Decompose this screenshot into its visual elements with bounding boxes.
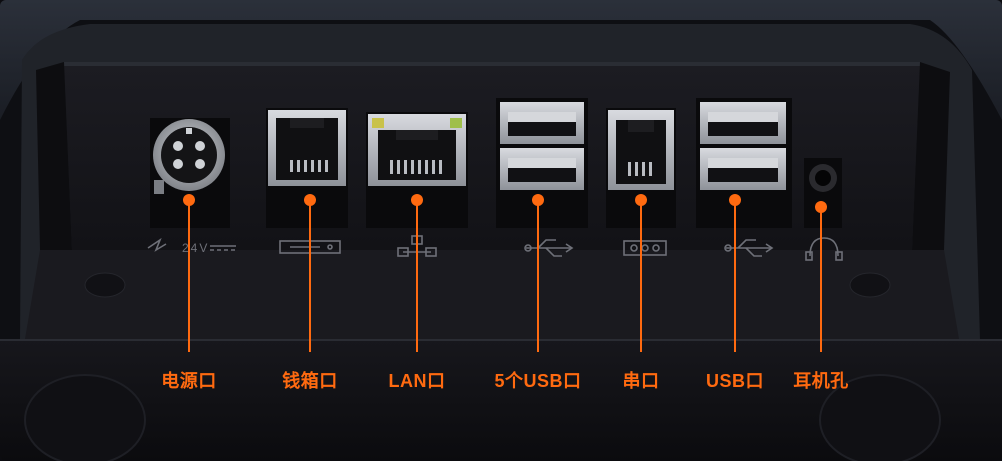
housing-base [0, 340, 1002, 461]
callout-dot-serial [635, 194, 647, 206]
callout-dot-usb5 [532, 194, 544, 206]
dual-usb-port-icon [496, 98, 588, 228]
audio-jack-port-icon [804, 158, 842, 228]
dual-usb-port-icon [696, 98, 792, 228]
callout-dot-audio [815, 201, 827, 213]
rj45-lan-port-icon [366, 112, 468, 228]
rj11-cash-drawer-port-icon [266, 108, 348, 228]
headphone-symbol-icon [805, 237, 843, 261]
port-label-lan: LAN口 [388, 371, 446, 391]
callout-dot-lan [411, 194, 423, 206]
port-label-serial: 串口 [622, 371, 660, 391]
port-label-power: 电源口 [161, 371, 217, 391]
port-label-usb5: 5个USB口 [494, 371, 582, 391]
dc-power-symbol-icon [147, 237, 236, 252]
callout-lines [183, 194, 827, 352]
foot-left [24, 374, 146, 461]
serial-symbol-icon [623, 240, 667, 256]
foot-right [819, 374, 941, 461]
power-voltage-text: 24V [182, 241, 209, 255]
port-label-audio: 耳机孔 [793, 371, 849, 391]
callout-dot-cashdrawer [304, 194, 316, 206]
port-label-usb: USB口 [705, 371, 765, 391]
port-label-cashdrawer: 钱箱口 [282, 371, 338, 391]
callout-dot-usb [729, 194, 741, 206]
usb-symbol-icon [724, 239, 774, 257]
power-din-port-icon [150, 118, 230, 228]
callout-dot-power [183, 194, 195, 206]
usb-symbol-icon [524, 239, 574, 257]
housing-top [0, 0, 1002, 120]
symbol-strip [24, 250, 960, 345]
